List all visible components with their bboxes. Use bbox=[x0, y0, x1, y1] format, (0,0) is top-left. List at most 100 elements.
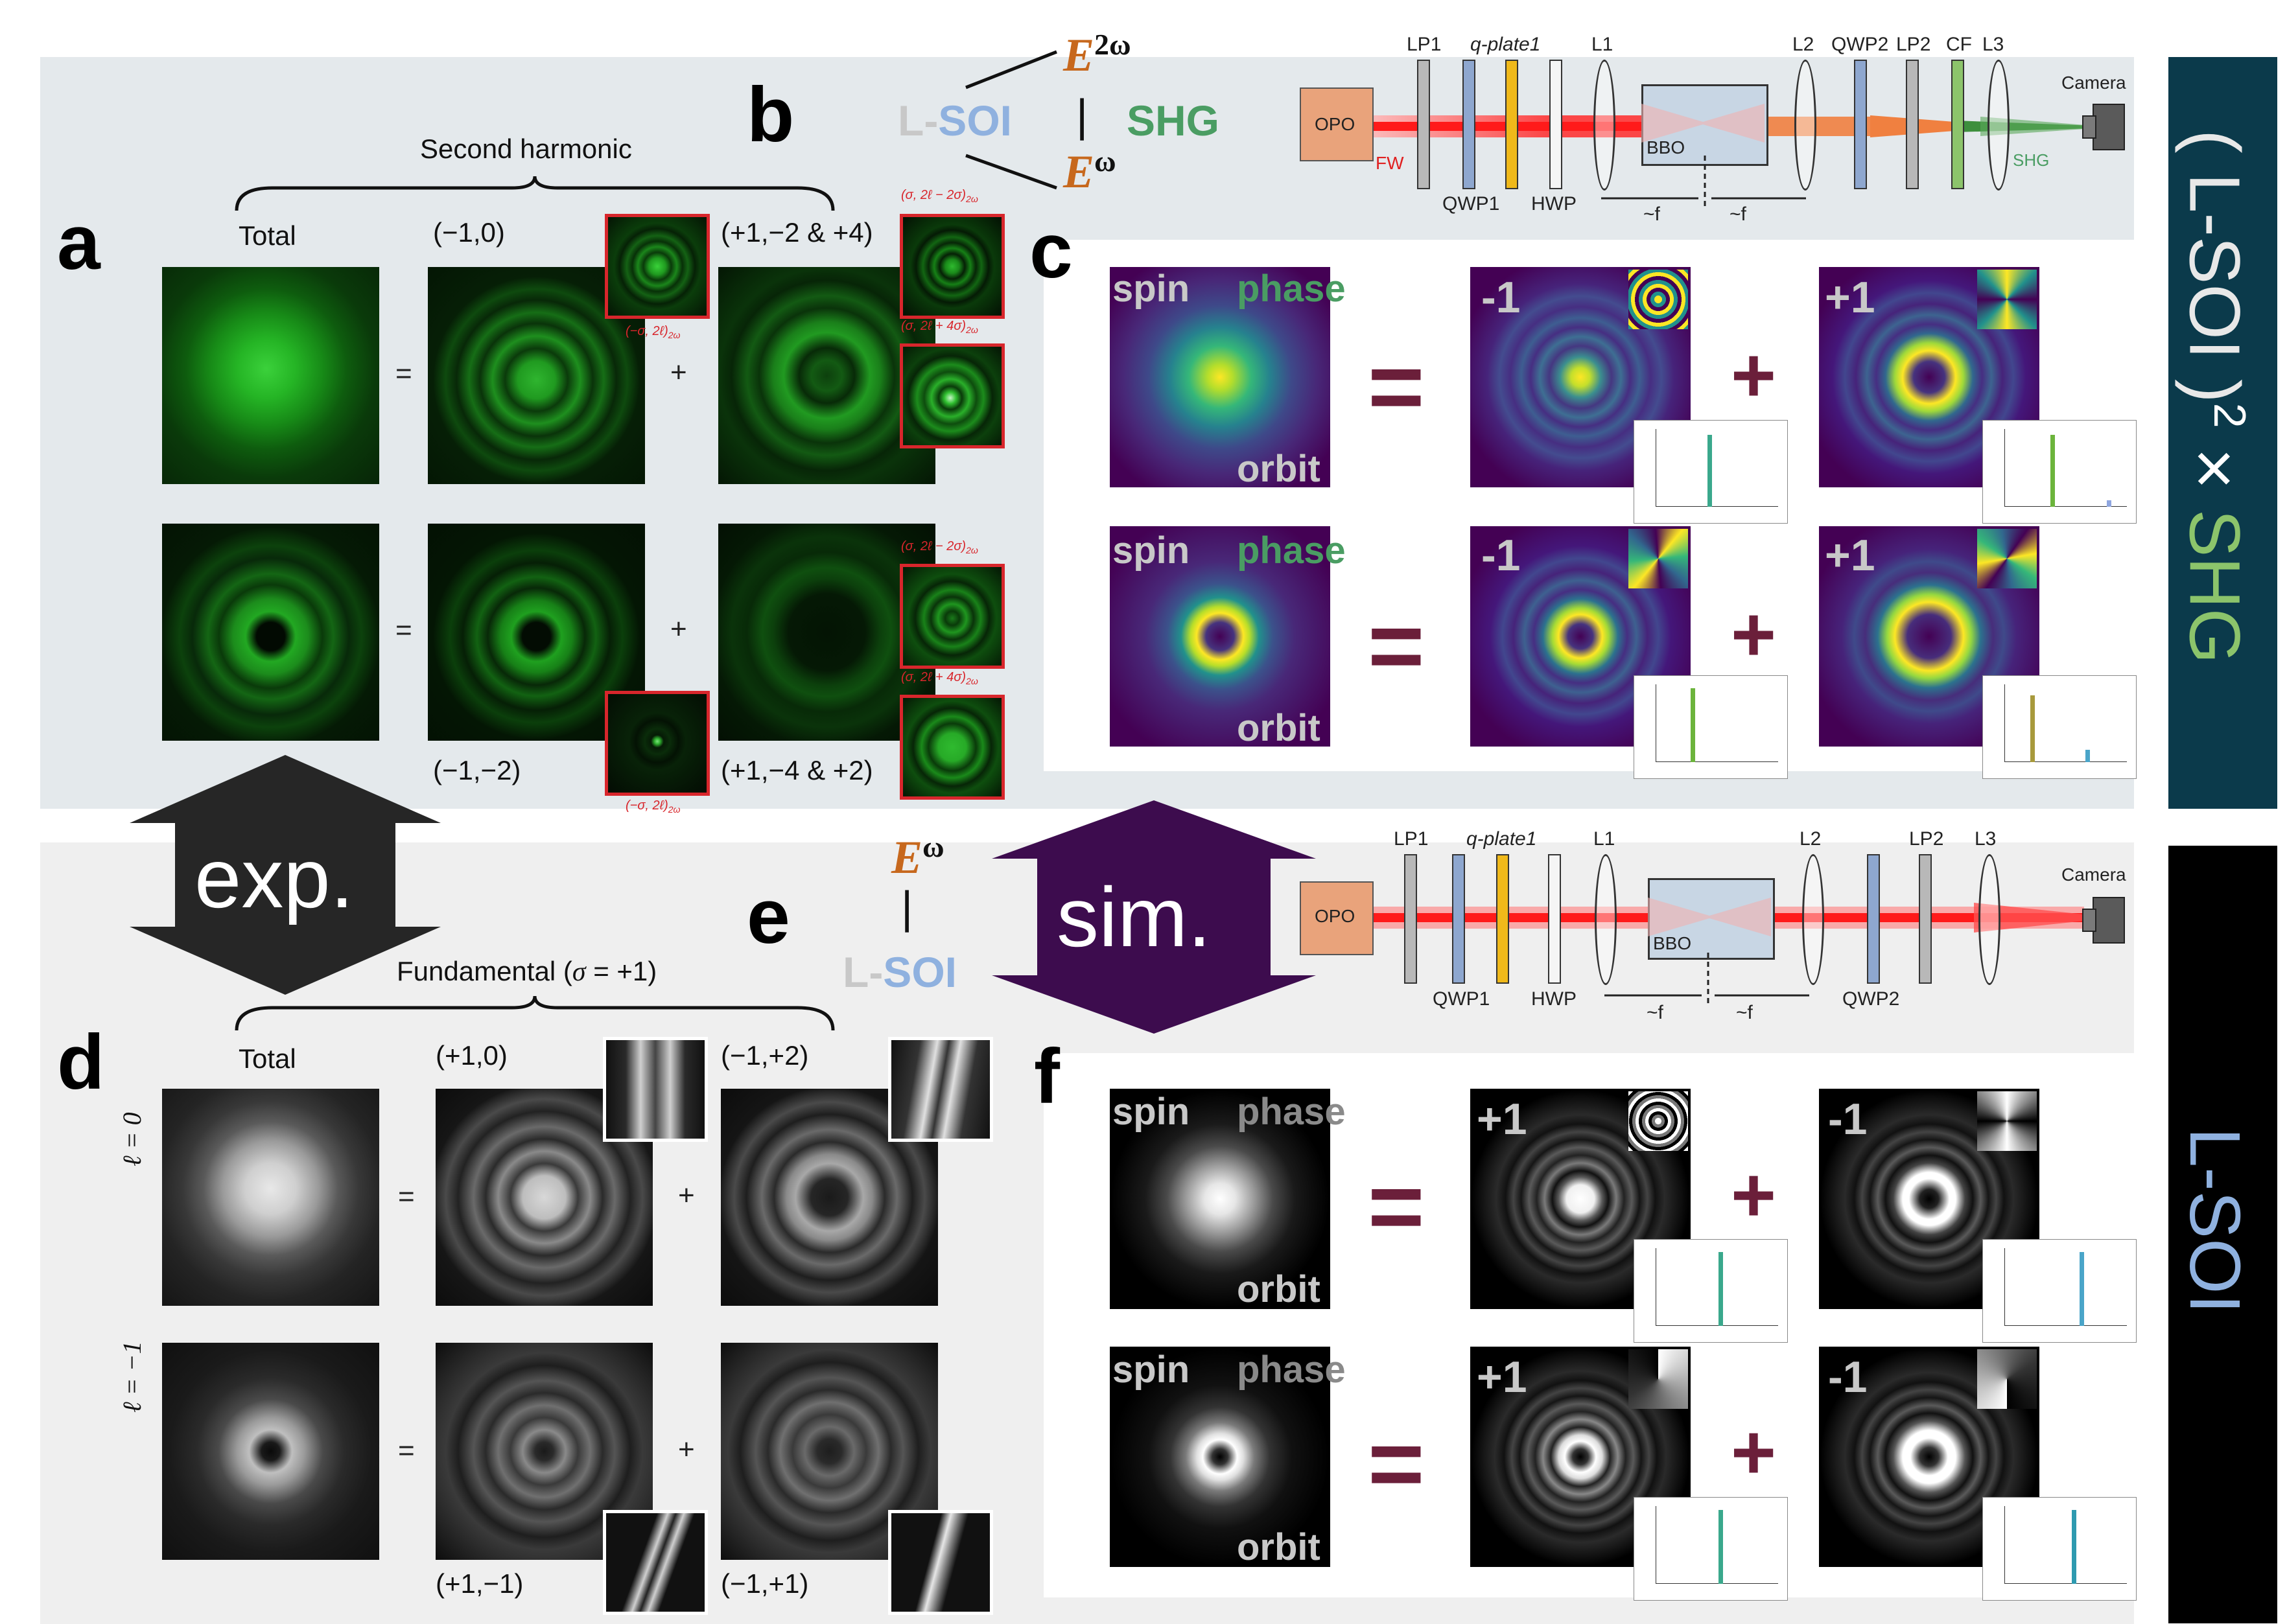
c-plus-row1: + bbox=[1731, 332, 1777, 419]
b-shg: SHG bbox=[1127, 97, 1220, 145]
c-plus-row2: + bbox=[1731, 591, 1777, 678]
label-lp1-bottom: LP1 bbox=[1394, 828, 1429, 850]
opo-box-bottom bbox=[1300, 881, 1374, 955]
b-diagram-lines bbox=[965, 50, 1057, 190]
exp-fund-total-row1 bbox=[162, 1089, 379, 1306]
f-spectrum-4 bbox=[1982, 1497, 2137, 1601]
hwp-bottom bbox=[1548, 854, 1561, 984]
equals-d-row2: = bbox=[398, 1435, 415, 1467]
camera-label-bottom: Camera bbox=[2061, 864, 2126, 885]
label-l1-bottom: L1 bbox=[1593, 828, 1615, 850]
col-label-p1-0: (+1,0) bbox=[436, 1040, 508, 1071]
sidebar-lsoi-label: L-SOI bbox=[2175, 1128, 2255, 1314]
plus-a-row1: + bbox=[670, 356, 687, 388]
c-phase-inset-1 bbox=[1628, 270, 1688, 329]
label-cf-top: CF bbox=[1946, 34, 1972, 55]
label-qwp2-bottom: QWP2 bbox=[1842, 988, 1900, 1010]
col-label-m1-p2: (−1,+2) bbox=[721, 1040, 809, 1071]
equals-a-row1: = bbox=[395, 358, 412, 389]
f-equals-row1: = bbox=[1368, 1152, 1425, 1260]
label-qwp2-top: QWP2 bbox=[1831, 34, 1889, 55]
equals-a-row2: = bbox=[395, 614, 412, 646]
label-l2-top: L2 bbox=[1792, 34, 1814, 55]
c-phase-inset-2 bbox=[1977, 270, 2037, 329]
lp2-top bbox=[1906, 60, 1919, 189]
qplate1-top bbox=[1505, 60, 1518, 189]
plus-d-row1: + bbox=[678, 1179, 695, 1211]
f-spin-row1: spin bbox=[1112, 1091, 1190, 1133]
label-lp2-bottom: LP2 bbox=[1909, 828, 1944, 850]
c-phase-inset-3 bbox=[1628, 529, 1688, 588]
col-label-m1-p1: (−1,+1) bbox=[721, 1568, 809, 1599]
label-l3-bottom: L3 bbox=[1975, 828, 1997, 850]
label-f1-top: ~f bbox=[1643, 203, 1660, 225]
inset-red-2 bbox=[900, 214, 1005, 319]
exp-arrow bbox=[130, 755, 441, 995]
focal-arrows-top bbox=[1601, 156, 1806, 206]
f-orbit-row1: orbit bbox=[1237, 1268, 1320, 1310]
c-label-p1-row2: +1 bbox=[1825, 531, 1875, 580]
col-label-total-a: Total bbox=[239, 220, 296, 251]
c-spectrum-3 bbox=[1634, 675, 1788, 779]
label-hwp-top: HWP bbox=[1531, 193, 1577, 215]
hwp-top bbox=[1549, 60, 1562, 189]
col-label-m1-0: (−1,0) bbox=[433, 217, 505, 248]
col-label-total-d: Total bbox=[239, 1043, 296, 1074]
col-label-p1-m2-p4: (+1,−2 & +4) bbox=[721, 217, 873, 248]
label-hwp-bottom: HWP bbox=[1531, 988, 1577, 1010]
panel-letter-e: e bbox=[747, 873, 790, 960]
lp1-bottom bbox=[1404, 854, 1417, 984]
sim-f-total-row2 bbox=[1110, 1347, 1330, 1567]
fw-label: FW bbox=[1376, 153, 1404, 173]
opo-label-top: OPO bbox=[1315, 114, 1355, 134]
f-spin-row2: spin bbox=[1112, 1349, 1190, 1391]
f-spectrum-2 bbox=[1982, 1239, 2137, 1343]
row-label-l0: ℓ = 0 bbox=[117, 1112, 147, 1166]
exp-fund-total-row2 bbox=[162, 1343, 379, 1560]
plus-a-row2: + bbox=[670, 613, 687, 645]
c-label-m1-row2: -1 bbox=[1481, 531, 1521, 580]
e-bar: | bbox=[901, 882, 913, 933]
second-harmonic-brace bbox=[235, 176, 835, 211]
lp1-top bbox=[1417, 60, 1430, 189]
b-E-w: Eω bbox=[1063, 145, 1116, 198]
col-label-p1-m4-p2: (+1,−4 & +2) bbox=[721, 755, 873, 785]
label-qplate1-bottom: q-plate1 bbox=[1466, 828, 1537, 850]
camera-top-nose bbox=[2082, 115, 2096, 139]
f-spectrum-1 bbox=[1634, 1239, 1788, 1343]
c-phase-inset-4 bbox=[1977, 529, 2037, 588]
label-f2-bottom: ~f bbox=[1736, 1002, 1753, 1023]
f-label-m1-row2: -1 bbox=[1828, 1352, 1868, 1402]
focal-arrows-bottom bbox=[1604, 953, 1809, 1003]
l3-bottom bbox=[1978, 854, 2000, 985]
c-equals-row1: = bbox=[1368, 332, 1425, 441]
d-inset-4 bbox=[888, 1510, 993, 1615]
equals-d-row1: = bbox=[398, 1181, 415, 1212]
c-spectrum-2 bbox=[1982, 420, 2137, 524]
c-equals-row2: = bbox=[1368, 591, 1425, 700]
label-lp2-top: LP2 bbox=[1896, 34, 1931, 55]
sim-label: sim. bbox=[1057, 870, 1212, 964]
inset-red-3-label: (σ, 2ℓ + 4σ)2ω bbox=[901, 319, 978, 335]
lp2-bottom bbox=[1919, 854, 1932, 984]
c-orbit-row2: orbit bbox=[1237, 707, 1320, 749]
l1-bottom bbox=[1595, 854, 1617, 985]
e-E-w: Eω bbox=[891, 830, 944, 883]
bbo-label-top: BBO bbox=[1647, 137, 1685, 157]
inset-red-1-label: (−σ, 2ℓ)2ω bbox=[626, 324, 681, 340]
camera-bottom bbox=[2093, 897, 2125, 944]
c-spectrum-4 bbox=[1982, 675, 2137, 779]
camera-label-top: Camera bbox=[2061, 73, 2126, 93]
f-label-m1-row1: -1 bbox=[1828, 1095, 1868, 1144]
opo-box-top bbox=[1300, 87, 1374, 161]
inset-red-5 bbox=[900, 564, 1005, 669]
d-inset-2 bbox=[888, 1037, 993, 1142]
second-harmonic-label: Second harmonic bbox=[420, 133, 632, 164]
b-bar: | bbox=[1076, 90, 1088, 141]
c-spectrum-1 bbox=[1634, 420, 1788, 524]
inset-red-5-label: (σ, 2ℓ − 2σ)2ω bbox=[901, 539, 978, 555]
d-inset-3 bbox=[603, 1510, 708, 1615]
panel-letter-a: a bbox=[57, 199, 100, 286]
sim-f-total-row1 bbox=[1110, 1089, 1330, 1309]
panel-letter-f: f bbox=[1034, 1033, 1060, 1120]
